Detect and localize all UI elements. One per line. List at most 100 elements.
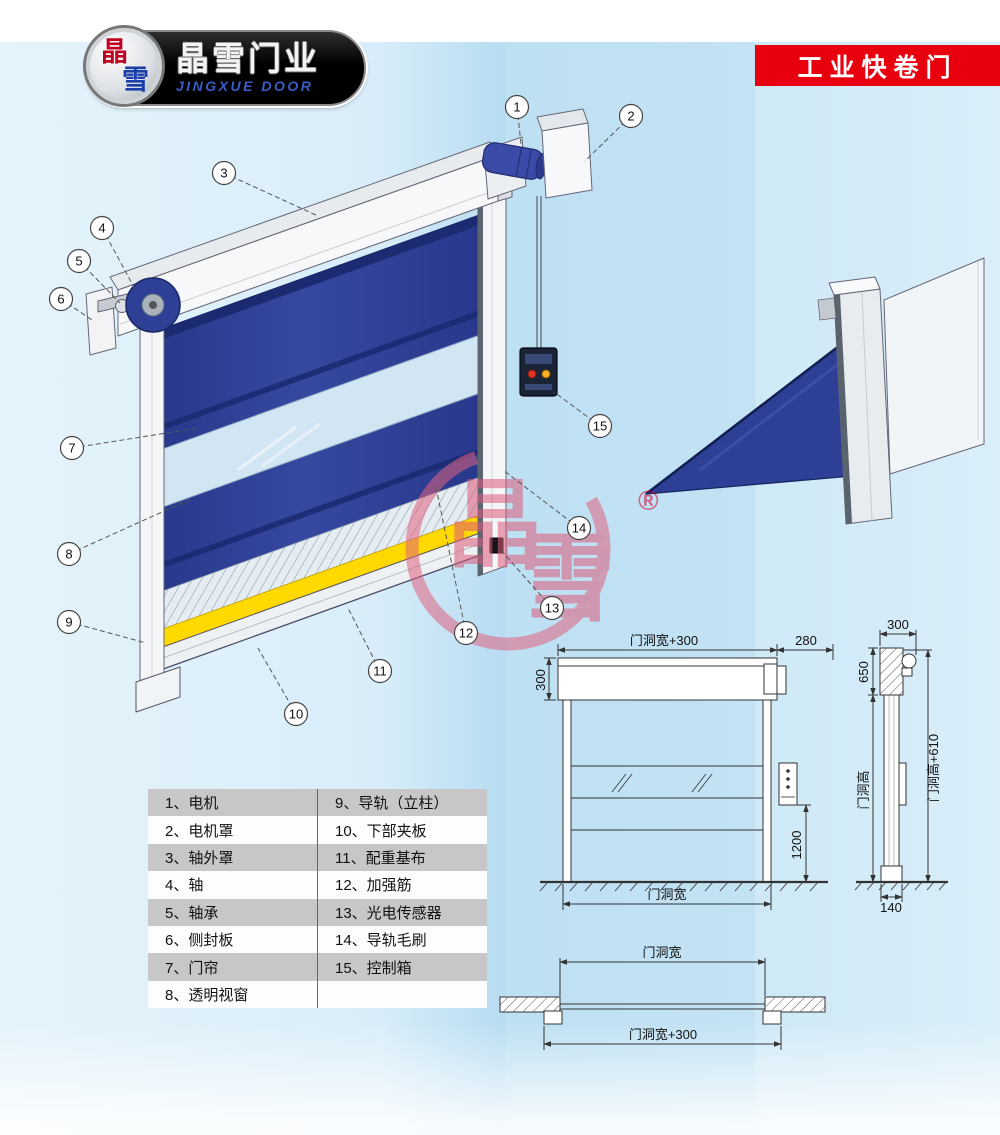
svg-text:15: 15 (593, 419, 607, 434)
dim-plan-total-width: 门洞宽+300 (629, 1027, 697, 1042)
callout-6: 6 (48, 286, 93, 321)
control-box-red-button (527, 369, 537, 379)
part-item: 14、导轨毛刷 (317, 925, 487, 954)
dim-side-depth: 300 (887, 617, 909, 632)
callout-11: 11 (347, 607, 393, 684)
bottom-foot (135, 666, 181, 713)
svg-text:13: 13 (545, 601, 559, 616)
front-control-box (778, 762, 798, 806)
watermark-char1: 晶 (447, 472, 543, 579)
front-elevation: 门洞宽+300 280 300 1200 门洞宽 (533, 633, 834, 910)
svg-text:1: 1 (513, 100, 520, 115)
table-row: 2、电机罩 10、下部夹板 (148, 816, 487, 844)
dim-front-opening-width: 门洞宽 (647, 887, 686, 902)
part-item: 2、电机罩 (165, 822, 234, 840)
callout-1: 1 (504, 94, 530, 145)
logo-badge-char1: 晶 (101, 37, 128, 67)
transparent-window (160, 335, 480, 508)
main-door-drawing (85, 108, 593, 713)
table-row: 1、电机 9、导轨（立柱） (148, 789, 487, 817)
callout-14: 14 (502, 469, 592, 541)
plan-section: 门洞宽 门洞宽+300 (499, 945, 826, 1050)
part-item: 7、门帘 (165, 959, 219, 977)
part-item: 4、轴 (165, 877, 204, 895)
svg-text:3: 3 (220, 166, 227, 181)
svg-text:7: 7 (68, 441, 75, 456)
callout-4: 4 (89, 215, 137, 292)
callouts: 1 2 3 4 5 (48, 94, 644, 727)
callout-12: 12 (435, 486, 479, 646)
part-item: 11、配重基布 (317, 843, 487, 872)
detail-back-wall (883, 257, 985, 475)
logo-text: 晶雪门业 JINGXUE DOOR (176, 42, 320, 94)
motor-cover-front (541, 122, 593, 199)
dim-front-header-height: 300 (533, 669, 548, 691)
part-item: 5、轴承 (165, 904, 219, 922)
dim-front-control-height: 1200 (789, 831, 804, 860)
part-item: 6、侧封板 (165, 932, 234, 950)
svg-text:11: 11 (373, 664, 387, 679)
svg-text:8: 8 (65, 547, 72, 562)
watermark-char2: 雪 (519, 526, 615, 633)
side-seal-plate (85, 286, 117, 356)
table-row: 6、侧封板 14、导轨毛刷 (148, 925, 487, 954)
callout-13: 13 (499, 548, 565, 621)
callout-15: 15 (553, 391, 613, 439)
detail-rail-brush (834, 294, 852, 524)
part-item: 13、光电传感器 (317, 898, 487, 926)
table-row: 5、轴承 13、光电传感器 (148, 898, 487, 926)
product-banner: 工业快卷门 (755, 45, 1000, 86)
logo-badge-icon: 晶 雪 (83, 25, 165, 107)
registered-mark: ® (638, 485, 659, 516)
table-row: 7、门帘 15、控制箱 (148, 953, 487, 981)
part-item: 1、电机 (165, 795, 219, 813)
svg-text:14: 14 (572, 521, 586, 536)
part-item: 8、透明视窗 (165, 986, 249, 1004)
company-logo: 晶 雪 晶雪门业 JINGXUE DOOR (83, 25, 366, 107)
dim-plan-opening-width: 门洞宽 (642, 945, 681, 960)
rail-brush (478, 203, 483, 576)
part-item (317, 980, 487, 1009)
parts-table: 1、电机 9、导轨（立柱） 2、电机罩 10、下部夹板 3、轴外罩 11、配重基… (148, 789, 487, 1009)
company-name-cn: 晶雪门业 (176, 40, 320, 77)
part-item: 10、下部夹板 (317, 816, 487, 844)
part-item: 3、轴外罩 (165, 849, 234, 867)
photo-sensor (489, 537, 504, 554)
svg-text:5: 5 (75, 254, 82, 269)
svg-text:12: 12 (459, 626, 473, 641)
logo-badge-char2: 雪 (122, 65, 149, 95)
svg-text:6: 6 (57, 292, 64, 307)
table-row: 8、透明视窗 (148, 980, 487, 1009)
dim-side-header-height: 650 (856, 661, 871, 683)
table-row: 4、轴 12、加强筋 (148, 871, 487, 899)
callout-9: 9 (56, 609, 147, 644)
dim-side-opening-height: 门洞高 (856, 770, 871, 809)
part-item: 9、导轨（立柱） (317, 789, 487, 817)
corner-detail-view (645, 257, 985, 525)
reinforcing-rib (160, 448, 480, 569)
table-row: 3、轴外罩 11、配重基布 (148, 843, 487, 872)
watermark: 晶 雪 ® (405, 445, 659, 651)
company-name-en: JINGXUE DOOR (176, 78, 314, 94)
dim-front-top-width: 门洞宽+300 (630, 633, 698, 648)
control-box (519, 347, 558, 397)
callout-2: 2 (584, 103, 644, 162)
product-banner-label: 工业快卷门 (797, 53, 958, 82)
control-box-yellow-button (541, 369, 551, 379)
svg-text:9: 9 (65, 615, 72, 630)
callout-8: 8 (56, 497, 194, 567)
svg-text:2: 2 (627, 109, 634, 124)
side-section: 300 650 门洞高 门洞高+610 140 (854, 617, 948, 915)
dim-side-rail-depth: 140 (880, 900, 902, 915)
svg-text:4: 4 (98, 221, 105, 236)
part-item: 15、控制箱 (317, 953, 487, 981)
callout-5: 5 (66, 248, 121, 304)
part-item: 12、加强筋 (317, 871, 487, 899)
dim-front-motor-side: 280 (795, 633, 817, 648)
dim-side-total-height: 门洞高+610 (926, 734, 941, 802)
callout-10: 10 (257, 647, 309, 727)
svg-text:10: 10 (289, 707, 303, 722)
callout-3: 3 (211, 160, 319, 217)
